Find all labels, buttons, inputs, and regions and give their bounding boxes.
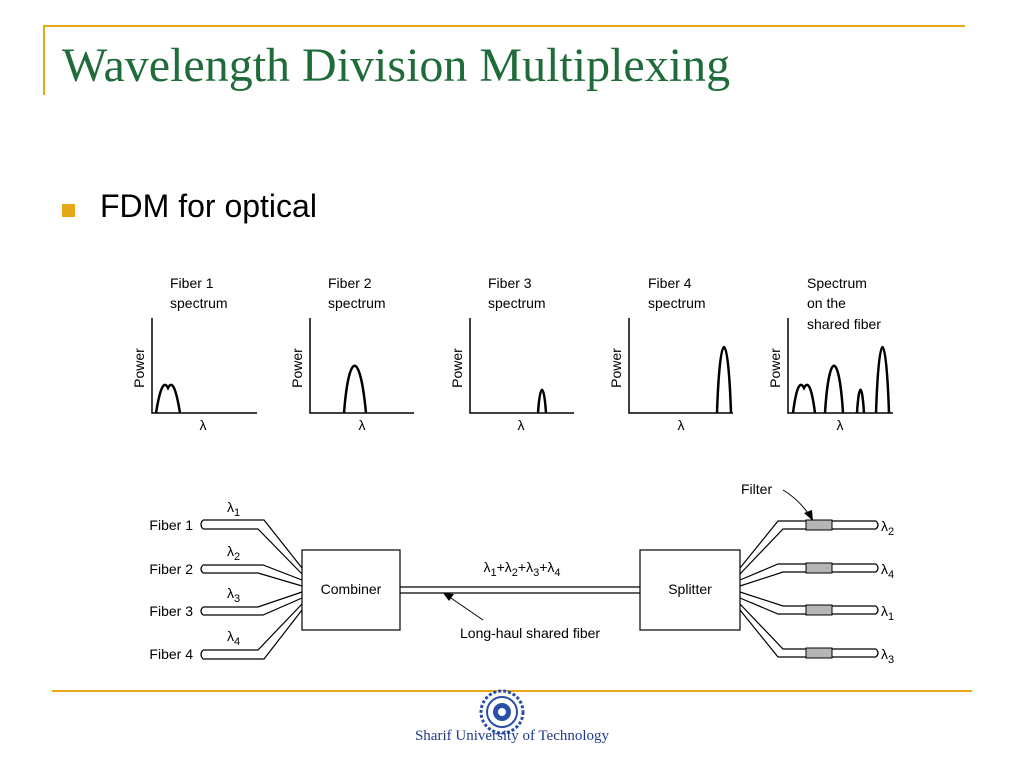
filter-block	[805, 647, 833, 659]
spectrum-plot-shared-fiber: Spectrum on the shared fiber Power λ	[767, 275, 893, 433]
spectrum-peak-2	[823, 364, 845, 414]
spectrum-title-line3: shared fiber	[807, 316, 881, 332]
filter-arrowhead-icon	[804, 510, 813, 521]
combiner-label: Combiner	[321, 581, 382, 597]
spectrum-title-line2: spectrum	[648, 295, 706, 311]
spectrum-xlabel: λ	[359, 417, 366, 433]
input-fiber-end-3	[200, 606, 204, 616]
spectrum-plot-fiber3: Fiber 3 spectrum Power λ	[449, 275, 574, 433]
spectrum-ylabel: Power	[131, 348, 147, 388]
spectrum-axes	[469, 318, 574, 414]
shared-fiber-line	[400, 586, 640, 594]
spectrum-plot-fiber2: Fiber 2 spectrum Power λ	[289, 275, 414, 433]
bullet-text: FDM for optical	[100, 188, 317, 224]
input-fiber-label: Fiber 2	[149, 561, 193, 577]
spectrum-plot-fiber1: Fiber 1 spectrum Power λ	[131, 275, 257, 433]
spectrum-plot-fiber4: Fiber 4 spectrum Power λ	[608, 275, 733, 433]
spectrum-axes	[151, 318, 257, 414]
output-fiber-1-line	[739, 520, 876, 575]
output-wavelength-label: λ1	[881, 603, 894, 623]
input-fiber-4-line	[203, 603, 303, 660]
spectrum-peak	[536, 388, 548, 414]
spectrum-peak	[342, 364, 368, 414]
input-fiber-end-2	[200, 564, 204, 574]
spectrum-peak	[154, 383, 182, 414]
input-fibers	[200, 519, 303, 660]
output-fibers	[739, 520, 879, 658]
spectrum-axes	[309, 318, 414, 414]
spectrum-title-line2: spectrum	[488, 295, 546, 311]
filter-block	[805, 519, 833, 531]
output-fiber-end-2	[875, 563, 879, 573]
input-fiber-end-1	[200, 519, 204, 530]
splitter-box	[639, 549, 741, 631]
spectrum-peak-3	[855, 388, 866, 414]
spectrum-title-line1: Fiber 1	[170, 275, 214, 291]
spectrum-peak-1	[791, 383, 817, 414]
spectrum-axes	[628, 318, 733, 414]
spectrum-ylabel: Power	[449, 348, 465, 388]
input-fiber-1-line	[203, 519, 303, 575]
output-fiber-4-line	[739, 603, 876, 658]
output-wavelength-label: λ4	[881, 561, 894, 581]
bullet-square-icon	[62, 204, 75, 217]
input-fiber-end-4	[200, 649, 204, 660]
input-fiber-label: Fiber 3	[149, 603, 193, 619]
spectrum-title-line2: spectrum	[170, 295, 228, 311]
output-fiber-end-4	[875, 648, 879, 658]
spectrum-title-line1: Spectrum	[807, 275, 867, 291]
long-haul-pointer-line	[447, 595, 484, 621]
input-fiber-label: Fiber 4	[149, 646, 193, 662]
spectrum-ylabel: Power	[289, 348, 305, 388]
spectrum-xlabel: λ	[678, 417, 685, 433]
spectrum-peak	[715, 345, 733, 414]
input-wavelength-label: λ2	[227, 543, 240, 563]
filter-block	[805, 562, 833, 574]
output-fiber-3-line	[739, 591, 876, 615]
output-fiber-end-3	[875, 605, 879, 615]
output-fiber-end-1	[875, 520, 879, 530]
spectrum-xlabel: λ	[518, 417, 525, 433]
spectrum-xlabel: λ	[200, 417, 207, 433]
shared-fiber-wavelengths-label: λ1+λ2+λ3+λ4	[483, 559, 560, 579]
slide-title: Wavelength Division Multiplexing	[62, 39, 731, 92]
input-fiber-3-line	[203, 591, 303, 616]
input-wavelength-label: λ3	[227, 585, 240, 605]
spectrum-title-line1: Fiber 3	[488, 275, 532, 291]
output-fiber-2-line	[739, 563, 876, 587]
spectrum-title-line2: spectrum	[328, 295, 386, 311]
input-wavelength-label: λ1	[227, 499, 240, 519]
output-wavelength-label: λ3	[881, 646, 894, 666]
spectrum-ylabel: Power	[767, 348, 783, 388]
title-frame-top-rule	[43, 25, 965, 27]
spectrum-ylabel: Power	[608, 348, 624, 388]
filter-label: Filter	[741, 481, 772, 497]
spectrum-peak-4	[874, 345, 891, 414]
combiner-box	[301, 549, 401, 631]
spectrum-title-line1: Fiber 4	[648, 275, 692, 291]
splitter-label: Splitter	[668, 581, 712, 597]
footer-rule	[52, 690, 972, 692]
spectrum-xlabel: λ	[837, 417, 844, 433]
input-wavelength-label: λ4	[227, 628, 240, 648]
title-frame-left-rule	[43, 25, 45, 95]
filter-block	[805, 604, 833, 616]
input-fiber-label: Fiber 1	[149, 517, 193, 533]
long-haul-label: Long-haul shared fiber	[460, 625, 600, 641]
input-fiber-2-line	[203, 564, 303, 587]
output-wavelength-label: λ2	[881, 518, 894, 538]
spectrum-title-line2: on the	[807, 295, 846, 311]
footer-institution: Sharif University of Technology	[414, 728, 610, 744]
spectrum-title-line1: Fiber 2	[328, 275, 372, 291]
university-logo-icon	[479, 689, 525, 735]
long-haul-arrowhead-icon	[443, 593, 454, 601]
